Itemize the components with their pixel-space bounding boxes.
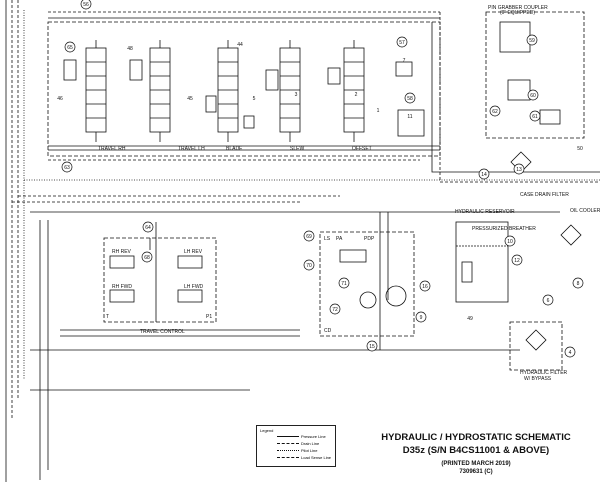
legend-item-label: Load Sense Line	[301, 455, 332, 460]
case-drain-filter-label: CASE DRAIN FILTER	[520, 192, 569, 198]
valve-label-travel-lh: TRAVEL LH	[178, 146, 205, 152]
legend-item: Pressure Line	[277, 434, 333, 439]
valve-label-offset: OFFSET	[352, 146, 372, 152]
callout-number: 63	[64, 165, 70, 171]
travel-label-lh-fwd: LH FWD	[184, 284, 204, 290]
callout-number: 70	[306, 263, 312, 269]
travel-label-rh-fwd: RH FWD	[112, 284, 132, 290]
callout-number: 4	[569, 350, 572, 356]
travel-control-label: TRAVEL CONTROL	[140, 329, 185, 335]
callout-number: 62	[492, 109, 498, 115]
valve-label-blade: BLADE	[226, 146, 243, 152]
document-number: 7309631 (C)	[459, 469, 493, 475]
printed-date: (PRINTED MARCH 2019)	[441, 461, 511, 467]
travel-label-t: T	[106, 314, 109, 320]
callout-number: 10	[507, 239, 513, 245]
legend-item: Pilot Line	[277, 448, 333, 453]
pressurized-breather-label: PRESSURIZED BREATHER	[472, 226, 536, 232]
callout-number: 68	[144, 255, 150, 261]
oil-cooler-label: OIL COOLER	[570, 208, 600, 214]
hydraulic-reservoir-label: HYDRAULIC RESERVOIR	[455, 209, 515, 215]
pump-label-ls: LS	[324, 236, 331, 242]
callout-number: 48	[127, 46, 133, 52]
legend-item: Load Sense Line	[277, 455, 333, 460]
callout-number: 12	[514, 258, 520, 264]
travel-label-p1: P1	[206, 314, 212, 320]
callout-number: 46	[57, 96, 63, 102]
callout-number: 2	[355, 92, 358, 98]
legend-item-label: Drain Line	[301, 441, 320, 446]
callout-number: 72	[332, 307, 338, 313]
valve-label-travel-rh: TRAVEL RH	[98, 146, 126, 152]
pump-label-pdp: PDP	[364, 236, 375, 242]
callout-number: 13	[516, 167, 522, 173]
travel-label-rh-rev: RH REV	[112, 249, 132, 255]
hydraulic-filter-label: HYDRAULIC FILTER	[520, 370, 568, 376]
pump-label-cd: CD	[324, 328, 332, 334]
callout-number: 15	[369, 344, 375, 350]
legend-item-label: Pilot Line	[301, 448, 318, 453]
callout-number: 58	[407, 96, 413, 102]
pump-label-pa: PA	[336, 236, 343, 242]
callout-number: 65	[67, 45, 73, 51]
callout-number: 9	[420, 315, 423, 321]
callout-number: 5	[253, 96, 256, 102]
callout-number: 49	[467, 316, 473, 322]
callout-number: 44	[237, 42, 243, 48]
callout-number: 60	[530, 93, 536, 99]
schematic-subtitle: D35z (S/N B4CS11001 & ABOVE)	[402, 445, 550, 456]
legend-item: Drain Line	[277, 441, 333, 446]
callout-number: 59	[529, 38, 535, 44]
callout-number: 57	[399, 40, 405, 46]
callout-number: 61	[532, 114, 538, 120]
callout-number: 69	[306, 234, 312, 240]
legend-item-label: Pressure Line	[301, 434, 326, 439]
callout-number: 50	[577, 146, 583, 152]
valve-label-slew: SLEW	[290, 146, 304, 152]
callout-number: 3	[295, 92, 298, 98]
schematic-title: HYDRAULIC / HYDROSTATIC SCHEMATIC	[381, 432, 571, 443]
callout-number: 64	[145, 225, 151, 231]
callout-number: 71	[341, 281, 347, 287]
travel-label-lh-rev: LH REV	[184, 249, 203, 255]
callout-number: 1	[377, 108, 380, 114]
pin-grabber-label: PIN GRABBER COUPLER	[488, 5, 548, 11]
legend-box: Legend Pressure Line Drain Line Pilot Li…	[256, 425, 336, 467]
callout-number: 14	[481, 172, 487, 178]
hydraulic-filter-sub-label: W/ BYPASS	[524, 376, 552, 382]
callout-number: 8	[577, 281, 580, 287]
callout-number: 16	[422, 284, 428, 290]
pin-grabber-sub-label: (IF EQUIPPED)	[500, 10, 535, 16]
callout-number: 56	[83, 2, 89, 8]
callout-number: 11	[407, 114, 412, 120]
callout-number: 7	[403, 58, 406, 64]
callout-number: 45	[187, 96, 193, 102]
callout-number: 6	[547, 298, 550, 304]
legend-heading: Legend	[260, 428, 274, 433]
